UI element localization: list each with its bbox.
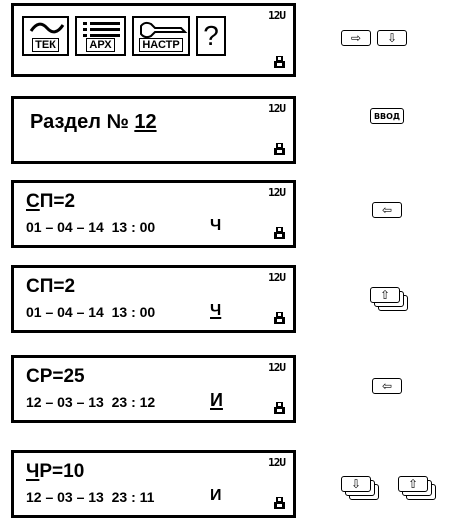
- key-up-face: ⇧: [370, 287, 400, 303]
- datetime-line: 12 – 03 – 13 23 : 12: [26, 394, 156, 410]
- lock-icon: [274, 227, 285, 239]
- menu-item-help[interactable]: ?: [196, 16, 226, 56]
- parameter-line: СП=2: [26, 276, 76, 297]
- datetime-line: 01 – 04 – 14 13 : 00: [26, 219, 156, 235]
- key-right-button[interactable]: ⇨: [341, 30, 371, 46]
- parameter-line: СП=2: [26, 191, 75, 213]
- key-up-held-button[interactable]: ⇧: [370, 287, 410, 315]
- lcd-screen-sp-edit-name: СП=2 01 – 04 – 14 13 : 00 Ч 12U: [11, 180, 296, 248]
- menu-item-settings-label: НАСТР: [139, 38, 183, 52]
- wrench-icon: [140, 21, 188, 38]
- help-icon: ?: [203, 20, 219, 51]
- lcd-screen-chr: ЧР=10 12 – 03 – 13 23 : 11 И 12U: [11, 450, 296, 518]
- mode-indicator: И: [210, 487, 222, 504]
- datetime-line: 12 – 03 – 13 23 : 11: [26, 489, 155, 505]
- key-left-button[interactable]: ⇦: [372, 202, 402, 218]
- power-12v-indicator: 12U: [268, 361, 286, 374]
- power-12v-indicator: 12U: [268, 9, 286, 22]
- key-enter-button[interactable]: ВВОД: [370, 108, 404, 124]
- section-number: 12: [134, 111, 157, 133]
- lock-icon: [274, 312, 285, 324]
- mode-indicator: Ч: [210, 217, 222, 234]
- power-12v-indicator: 12U: [268, 456, 286, 469]
- lcd-screen-sr: СР=25 12 – 03 – 13 23 : 12 И 12U: [11, 355, 296, 423]
- power-12v-indicator: 12U: [268, 271, 286, 284]
- parameter-text: Р=10: [39, 461, 85, 482]
- menu-item-settings[interactable]: НАСТР: [132, 16, 190, 56]
- key-up-held-button[interactable]: ⇧: [398, 476, 438, 504]
- menu-item-archive-label: АРХ: [86, 38, 115, 52]
- lcd-screen-sp-edit-mode: СП=2 01 – 04 – 14 13 : 00 Ч 12U: [11, 265, 296, 333]
- key-down-face: ⇩: [341, 476, 371, 492]
- parameter-line: СР=25: [26, 366, 85, 387]
- cursor-char: Ч: [26, 461, 40, 482]
- parameter-line: ЧР=10: [26, 461, 84, 483]
- lock-icon: [274, 143, 285, 155]
- section-title: Раздел № 12: [30, 111, 157, 134]
- key-left-button[interactable]: ⇦: [372, 378, 402, 394]
- key-down-button[interactable]: ⇩: [377, 30, 407, 46]
- menu-item-archive[interactable]: АРХ: [75, 16, 126, 56]
- lock-icon: [274, 56, 285, 68]
- key-down-held-button[interactable]: ⇩: [341, 476, 381, 504]
- power-12v-indicator: 12U: [268, 102, 286, 115]
- lock-icon: [274, 402, 285, 414]
- power-12v-indicator: 12U: [268, 186, 286, 199]
- section-title-prefix: Раздел №: [30, 111, 135, 133]
- menu-item-current[interactable]: ТЕК: [22, 16, 69, 56]
- mode-indicator: Ч: [210, 302, 222, 319]
- cursor-char: С: [26, 191, 40, 212]
- datetime-line: 01 – 04 – 14 13 : 00: [26, 304, 156, 320]
- lcd-screen-main-menu: ТЕК АРХ НАСТР ? 12U: [11, 3, 296, 77]
- mode-indicator: И: [210, 390, 223, 410]
- wave-icon: [29, 22, 65, 34]
- parameter-text: П=2: [39, 191, 76, 212]
- list-icon: [83, 22, 120, 37]
- lock-icon: [274, 497, 285, 509]
- menu-item-current-label: ТЕК: [32, 38, 59, 52]
- key-up-face: ⇧: [398, 476, 428, 492]
- lcd-screen-section: Раздел № 12 12U: [11, 96, 296, 164]
